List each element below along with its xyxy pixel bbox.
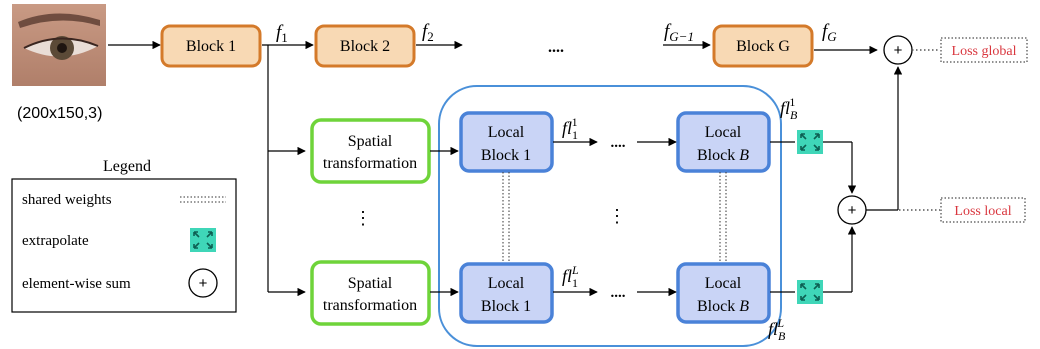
eye-image (12, 4, 106, 86)
local-block-b-bottom-line2: Block B (697, 298, 749, 315)
local-top-ellipsis: .... (611, 135, 626, 151)
local-block-1-top-line2: Block 1 (481, 147, 531, 164)
spatial-1-line1: Spatial (348, 133, 393, 150)
legend-shared-weights-icon (180, 196, 226, 203)
legend-title: Legend (103, 158, 151, 175)
legend-sum-icon (188, 268, 218, 298)
block-1: Block 1 (160, 24, 262, 68)
legend-shared-weights-label: shared weights (22, 192, 112, 208)
global-sum-plus: + (894, 42, 903, 59)
local-block-b-bottom: Local Block B (676, 262, 771, 324)
shared-local-container (438, 85, 782, 347)
block-g-label: Block G (736, 38, 790, 55)
local-block-b-top-line2: Block B (697, 147, 749, 164)
legend-sum-label: element-wise sum (22, 276, 131, 292)
spatial-transformation-l: Spatial transformation (310, 260, 431, 326)
spatial-l-line1: Spatial (348, 275, 393, 292)
feature-f1: f1 (276, 22, 288, 45)
loss-local-label: Loss local (954, 204, 1011, 219)
spatial-vdots: ⋮ (354, 208, 372, 228)
feature-fg-minus-1: fG−1 (664, 21, 694, 44)
legend: Legend shared weights extrapolate elemen… (11, 158, 237, 313)
input-dims-label: (200x150,3) (17, 105, 102, 122)
feature-fl-b-1: flB1 (780, 95, 798, 122)
loss-local-box: Loss local (940, 197, 1026, 223)
local-block-1-bottom: Local Block 1 (459, 262, 554, 324)
shared-weights-links (502, 172, 727, 263)
local-sum-plus: + (848, 202, 857, 219)
local-block-1-bottom-line1: Local (488, 275, 525, 292)
local-block-b-bottom-line1: Local (705, 275, 742, 292)
local-block-1-top-line1: Local (488, 124, 525, 141)
spatial-transformation-1: Spatial transformation (310, 118, 431, 184)
local-block-1-bottom-line2: Block 1 (481, 298, 531, 315)
extrapolate-icon-bottom (796, 279, 824, 305)
local-block-b-top-line1: Local (705, 124, 742, 141)
loss-global-box: Loss global (940, 37, 1028, 63)
legend-extrapolate-icon (189, 227, 217, 253)
feature-f2: f2 (422, 21, 434, 44)
legend-sum-plus: + (199, 275, 208, 292)
spatial-l-line2: transformation (323, 297, 417, 314)
block-2-label: Block 2 (340, 38, 390, 55)
block-ellipsis: .... (548, 39, 564, 56)
legend-extrapolate-label: extrapolate (22, 233, 89, 249)
loss-global-label: Loss global (952, 44, 1017, 59)
feature-fl-1-l: fl1L (562, 263, 579, 290)
block-g: Block G (712, 24, 814, 68)
spatial-1-line2: transformation (323, 155, 417, 172)
local-bottom-ellipsis: .... (611, 285, 626, 301)
block-1-label: Block 1 (186, 38, 236, 55)
feature-fl-b-l: flBL (768, 316, 786, 343)
block-2: Block 2 (314, 24, 416, 68)
local-block-b-top: Local Block B (676, 111, 771, 173)
feature-fg: fG (822, 21, 837, 44)
extrapolate-icon-top (796, 129, 824, 155)
local-block-1-top: Local Block 1 (459, 111, 554, 173)
feature-fl-1-1: fl11 (562, 115, 578, 142)
local-vdots: ⋮ (608, 206, 626, 226)
